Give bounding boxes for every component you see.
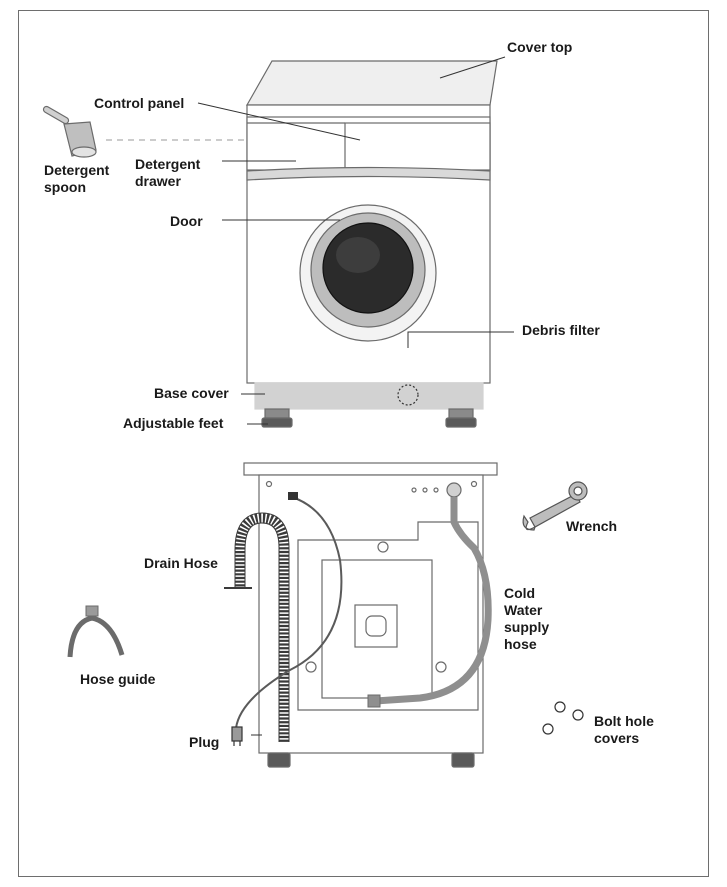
front-leader-lines (197, 56, 514, 425)
hose-end-fitting (367, 694, 381, 708)
back-foot-right (451, 752, 475, 768)
back-view (243, 462, 498, 768)
front-foot-left (264, 408, 290, 419)
cover-top (245, 60, 498, 106)
label-cold-water-supply-hose: Cold Water supply hose (504, 585, 550, 652)
plug (231, 726, 243, 746)
back-foot-left (267, 752, 291, 768)
detergent-spoon (42, 105, 97, 158)
label-cover-top: Cover top (507, 39, 573, 55)
label-hose-guide: Hose guide (80, 671, 156, 687)
label-adjustable-feet: Adjustable feet (123, 415, 224, 431)
front-view (245, 60, 498, 428)
control-panel-display (344, 122, 491, 171)
label-bolt-hole-covers: Bolt hole covers (594, 713, 654, 746)
diagram-frame (18, 10, 709, 877)
label-drain-hose: Drain Hose (144, 555, 218, 571)
front-foot-right (448, 408, 474, 419)
label-door: Door (170, 213, 203, 229)
base-cover (254, 382, 484, 410)
label-plug: Plug (189, 734, 220, 750)
water-inlet (446, 482, 462, 498)
back-top-edge (243, 462, 498, 476)
label-detergent-spoon: Detergent spoon (44, 162, 110, 195)
label-detergent-drawer: Detergent drawer (135, 156, 201, 189)
front-foot-left-pad (261, 417, 293, 428)
drain-hose (224, 512, 290, 742)
power-cord (235, 496, 343, 729)
cord-entry (288, 492, 298, 500)
wrench (522, 481, 588, 531)
label-control-panel: Control panel (94, 95, 185, 111)
panel-trim (246, 166, 491, 181)
bolt-hole-covers (542, 701, 584, 735)
debris-filter-outline (397, 384, 419, 406)
front-foot-right-pad (445, 417, 477, 428)
label-debris-filter: Debris filter (522, 322, 600, 338)
label-wrench: Wrench (566, 518, 618, 534)
label-base-cover: Base cover (154, 385, 229, 401)
hose-guide (67, 605, 125, 658)
cold-water-hose (375, 497, 492, 705)
